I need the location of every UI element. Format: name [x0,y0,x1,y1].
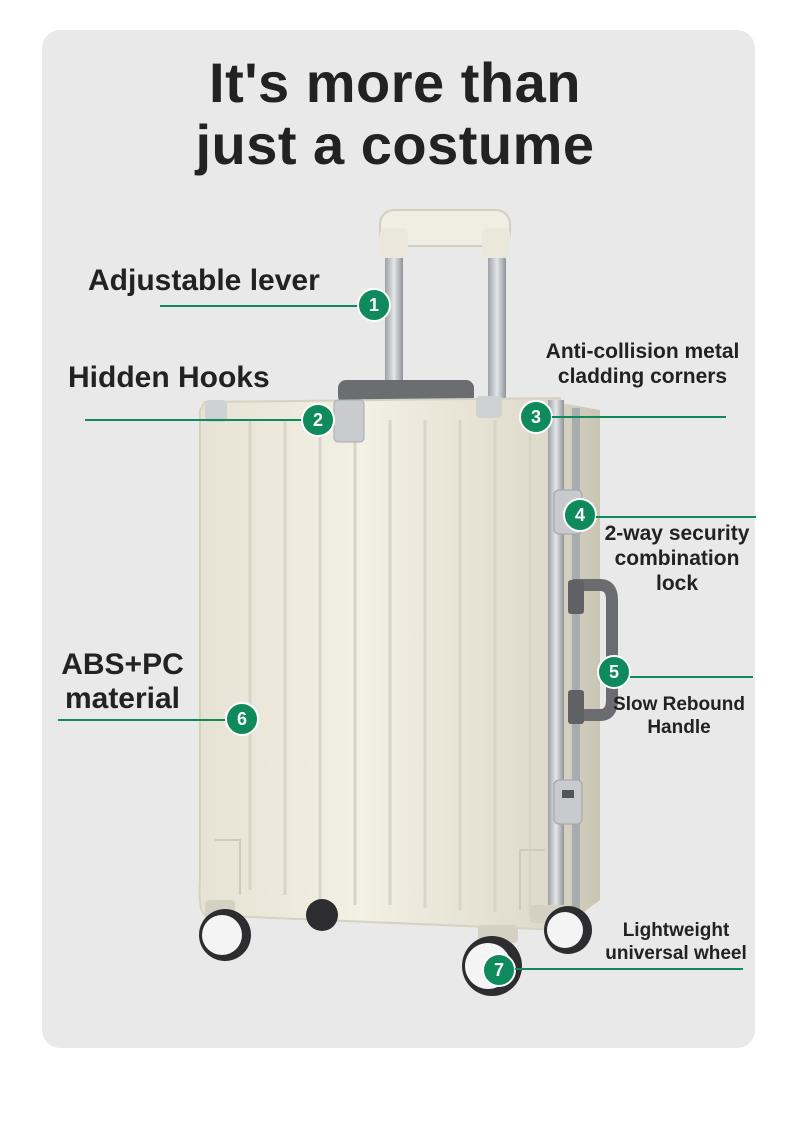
feature-label-hidden-hooks: Hidden Hooks [68,361,270,394]
feature-badge-6: 6 [225,702,259,736]
feature-6-line-1: ABS+PC [61,648,184,681]
feature-6-line-2: material [64,682,181,715]
feature-5-line-2: Handle [647,717,711,738]
feature-7-line-2: universal wheel [605,943,747,964]
feature-badge-7: 7 [482,953,516,987]
feature-label-adjustable-lever: Adjustable lever [88,264,320,297]
feature-7-line-1: Lightweight [622,920,730,941]
telescopic-handle [379,209,511,400]
callout-line-3 [552,416,726,418]
feature-3-line-2: cladding corners [557,365,728,388]
feature-5-line-1: Slow Rebound [613,694,745,715]
feature-4-line-1: 2-way security [604,522,750,545]
feature-badge-5: 5 [597,655,631,689]
feature-badge-4: 4 [563,498,597,532]
feature-label-universal-wheel: Lightweight universal wheel [592,919,760,965]
page-title: It's more than just a costume [0,52,790,176]
feature-3-line-1: Anti-collision metal [545,340,740,363]
feature-label-combination-lock: 2-way security combination lock [596,521,758,596]
callout-line-5 [630,676,753,678]
aluminium-frame [548,400,564,935]
feature-4-line-2: combination [614,547,740,570]
title-line-1: It's more than [209,51,581,114]
feature-4-line-3: lock [655,572,699,595]
feature-badge-3: 3 [519,400,553,434]
feature-label-slow-rebound-handle: Slow Rebound Handle [598,693,760,739]
callout-line-2 [85,419,303,421]
feature-label-material: ABS+PC material [50,648,195,716]
callout-line-6 [58,719,228,721]
callout-line-1 [160,305,360,307]
callout-line-4 [596,516,756,518]
title-line-2: just a costume [195,113,595,176]
callout-line-7 [515,968,743,970]
feature-badge-2: 2 [301,403,335,437]
top-handle [338,380,474,404]
feature-badge-1: 1 [357,288,391,322]
feature-label-metal-corners: Anti-collision metal cladding corners [515,339,770,389]
suitcase-shell [198,396,561,932]
